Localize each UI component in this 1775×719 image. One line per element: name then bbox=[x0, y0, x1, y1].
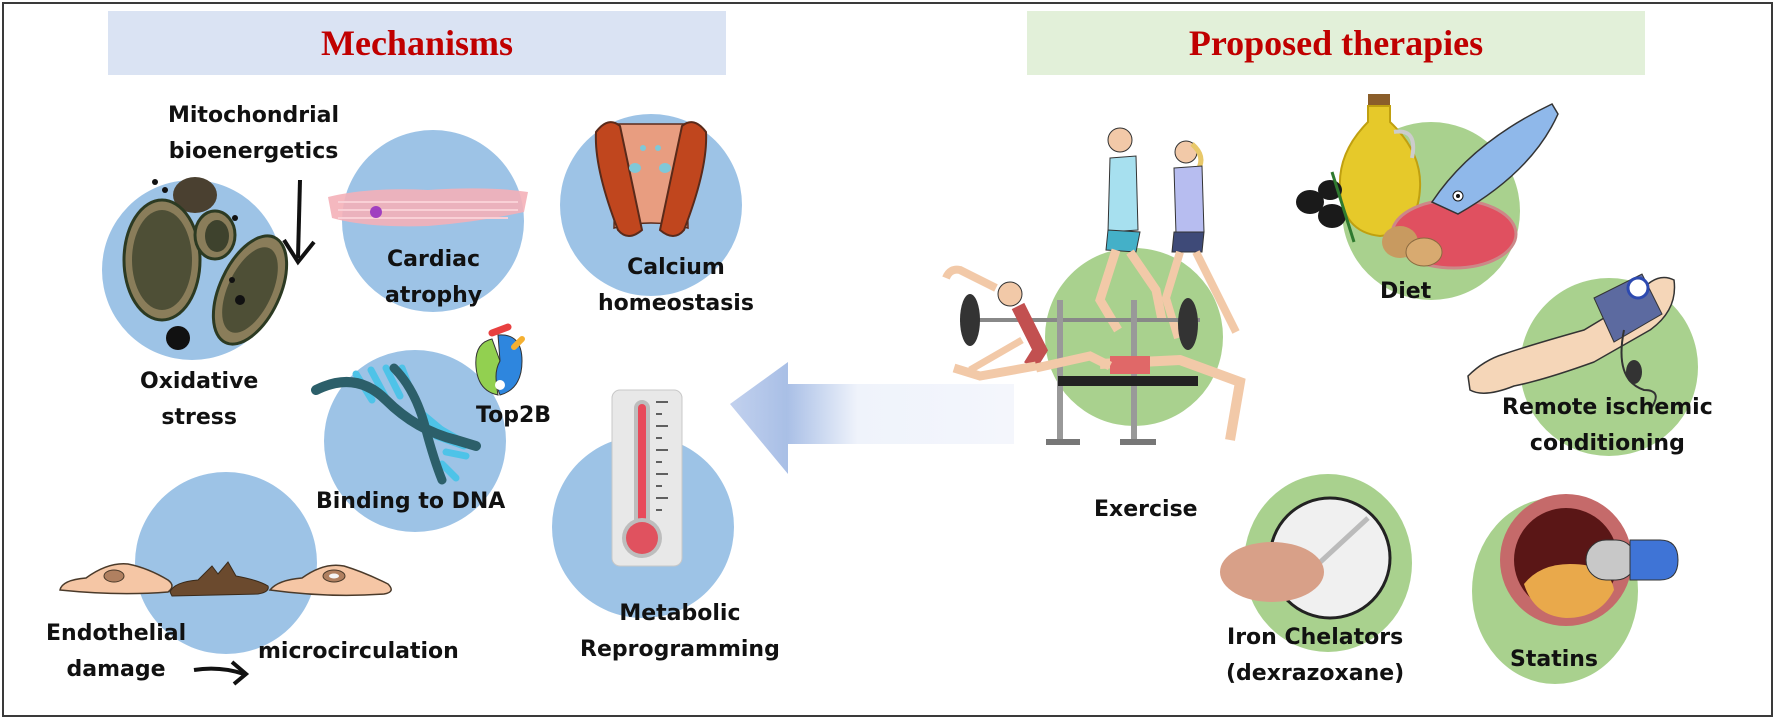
dna-binding-label: Binding to DNA bbox=[316, 489, 506, 514]
cardiac-atrophy-label: Cardiac atrophy bbox=[385, 247, 483, 308]
exercise-label: Exercise bbox=[1094, 497, 1198, 522]
exercise-people-icon bbox=[942, 127, 1246, 445]
thermometer-icon bbox=[611, 389, 683, 567]
therapies-title: Proposed therapies bbox=[1188, 23, 1484, 63]
oxidative-stress-label: Oxidative stress bbox=[140, 369, 259, 430]
microcirculation-label: microcirculation bbox=[258, 639, 459, 664]
endothelial-damage-label: Endothelial damage bbox=[46, 621, 187, 682]
right-arrow-icon bbox=[193, 660, 250, 686]
remote-ischemic-label: Remote ischemic conditioning bbox=[1502, 395, 1713, 456]
therapies-to-mechanisms-arrow-icon bbox=[730, 362, 1014, 474]
iron-chelators-label: Iron Chelators (dexrazoxane) bbox=[1226, 625, 1405, 686]
therapies-header: Proposed therapies bbox=[1027, 11, 1645, 75]
mechanisms-title: Mechanisms bbox=[321, 23, 513, 63]
mitochondrial-label: Mitochondrial bioenergetics bbox=[168, 103, 340, 164]
top2b-label: Top2B bbox=[476, 403, 552, 428]
endothelial-cells-icon bbox=[59, 561, 392, 597]
mitochondria-icon bbox=[122, 177, 289, 350]
calcium-homeostasis-label: Calcium homeostasis bbox=[598, 255, 754, 316]
sarcoplasmic-reticulum-icon bbox=[594, 121, 708, 237]
top2b-enzyme-icon bbox=[475, 323, 525, 396]
statins-label: Statins bbox=[1510, 647, 1599, 672]
dna-helix-icon bbox=[311, 363, 481, 485]
blood-pressure-cuff-icon bbox=[1467, 273, 1676, 411]
diet-label: Diet bbox=[1380, 279, 1432, 304]
endothelial-circle bbox=[135, 472, 317, 654]
metabolic-reprogramming-label: Metabolic Reprogramming bbox=[580, 601, 780, 662]
diet-foods-icon bbox=[1296, 94, 1559, 270]
pill-tablets-icon bbox=[1220, 496, 1392, 620]
mechanisms-header: Mechanisms bbox=[108, 11, 726, 75]
down-arrow-icon bbox=[282, 179, 316, 266]
cardiomyocyte-icon bbox=[328, 188, 528, 227]
artery-capsule-icon bbox=[1500, 494, 1679, 626]
